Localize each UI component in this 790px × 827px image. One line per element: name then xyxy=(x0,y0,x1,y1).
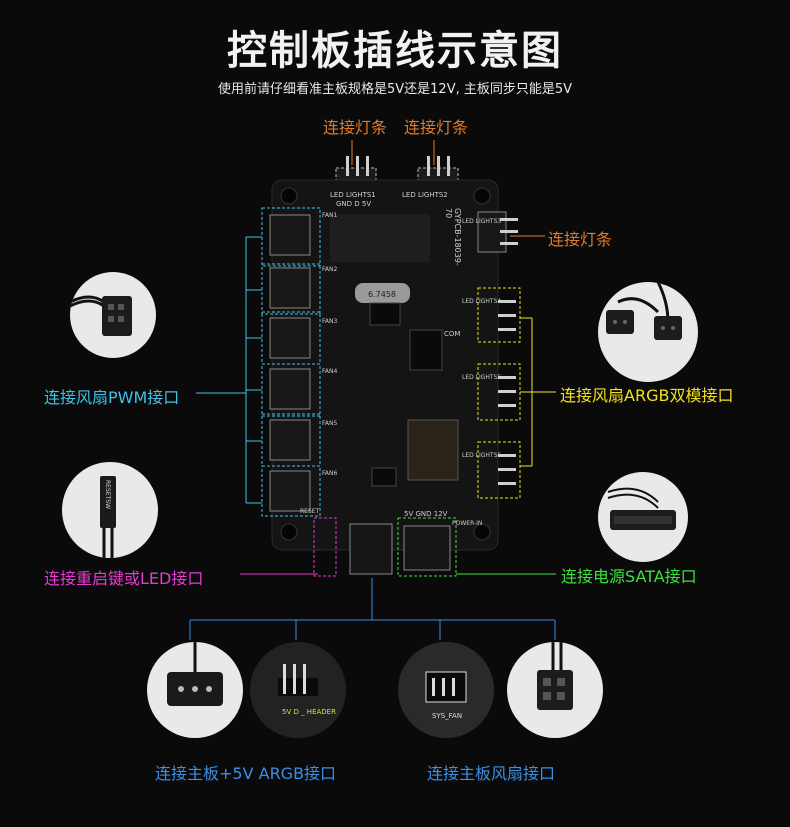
reset-board-label: RESET xyxy=(300,508,320,515)
header-pins-icon xyxy=(250,642,346,738)
argb-3pin-icon xyxy=(167,642,223,706)
reset-cable-photo: RESETSW xyxy=(62,462,158,558)
label-mb-fan: 连接主板风扇接口 xyxy=(427,764,556,783)
pin-top-label: GND D 5V xyxy=(336,200,372,208)
mb-bracket xyxy=(189,578,556,640)
led-right-label-6: LED LIGHTS6 xyxy=(462,452,502,459)
pin-bottom-label: 5V GND 12V xyxy=(404,510,448,518)
label-fan-argb: 连接风扇ARGB双模接口 xyxy=(560,386,734,405)
power-in-label: POWER-IN xyxy=(452,520,483,527)
label-led-strip-2: 连接灯条 xyxy=(404,118,469,137)
reset-plug-icon xyxy=(100,476,116,558)
label-led-strip-right: 连接灯条 xyxy=(548,230,613,249)
resetsw-text: RESETSW xyxy=(104,480,111,509)
mb-argb-header-photo: 5V D _ HEADER xyxy=(250,642,346,738)
argb-bracket xyxy=(520,317,556,467)
fan-header-icon xyxy=(398,642,494,738)
argb-connectors xyxy=(477,287,521,499)
mb-input-connector xyxy=(349,523,393,575)
fan-connector-photo xyxy=(70,272,156,358)
label-sata-power: 连接电源SATA接口 xyxy=(561,567,697,586)
sata-plug-icon xyxy=(607,487,676,530)
fan-bracket xyxy=(196,236,262,504)
reset-connector xyxy=(313,517,337,577)
fan-headers xyxy=(261,207,321,517)
fan-label-6: FAN6 xyxy=(322,470,338,477)
mb-argb-plug-photo xyxy=(147,642,243,738)
board-model: GYPCB-18039-70 xyxy=(444,208,462,266)
label-fan-pwm: 连接风扇PWM接口 xyxy=(44,388,180,407)
led-right-label-5: LED LIGHTS5 xyxy=(462,374,502,381)
fan-plug-icon xyxy=(70,295,132,336)
label-led-strip-1: 连接灯条 xyxy=(323,118,388,137)
label-reset-led: 连接重启键或LED接口 xyxy=(44,569,204,588)
led-top-1-label: LED LIGHTS1 xyxy=(330,191,376,199)
fan-label-2: FAN2 xyxy=(322,266,338,273)
sata-cable-photo xyxy=(598,472,688,562)
com-label: COM xyxy=(444,330,461,338)
fan-header-housings xyxy=(269,214,311,512)
argb-cable-photo xyxy=(598,282,698,382)
mb-fan-header-photo: SYS_FAN xyxy=(398,642,494,738)
fan-label-5: FAN5 xyxy=(322,420,338,427)
copper-pour xyxy=(330,214,430,262)
fan-header-text: SYS_FAN xyxy=(432,712,463,720)
sata-connector xyxy=(397,517,457,577)
crystal xyxy=(355,283,410,303)
page-subtitle: 使用前请仔细看准主板规格是5V还是12V, 主板同步只能是5V xyxy=(217,82,573,97)
led-right-label-3: LED LIGHTS3 xyxy=(462,218,502,225)
fan-label-4: FAN4 xyxy=(322,368,338,375)
fan-4pin-icon xyxy=(537,642,573,710)
mb-fan-plug-photo xyxy=(507,642,603,738)
crystal-label: 6.7458 xyxy=(368,290,396,299)
led-right-label-4: LED LIGHTS4 xyxy=(462,298,502,305)
led-top-2-label: LED LIGHTS2 xyxy=(402,191,448,199)
label-mb-argb: 连接主板+5V ARGB接口 xyxy=(155,764,337,783)
led-lights3-connector xyxy=(477,211,518,253)
fan-label-1: FAN1 xyxy=(322,212,338,219)
argb-plug-icon xyxy=(606,282,682,340)
page-title: 控制板插线示意图 xyxy=(227,28,563,74)
fan-label-3: FAN3 xyxy=(322,318,338,325)
mb-header-text: 5V D _ HEADER xyxy=(282,708,336,716)
